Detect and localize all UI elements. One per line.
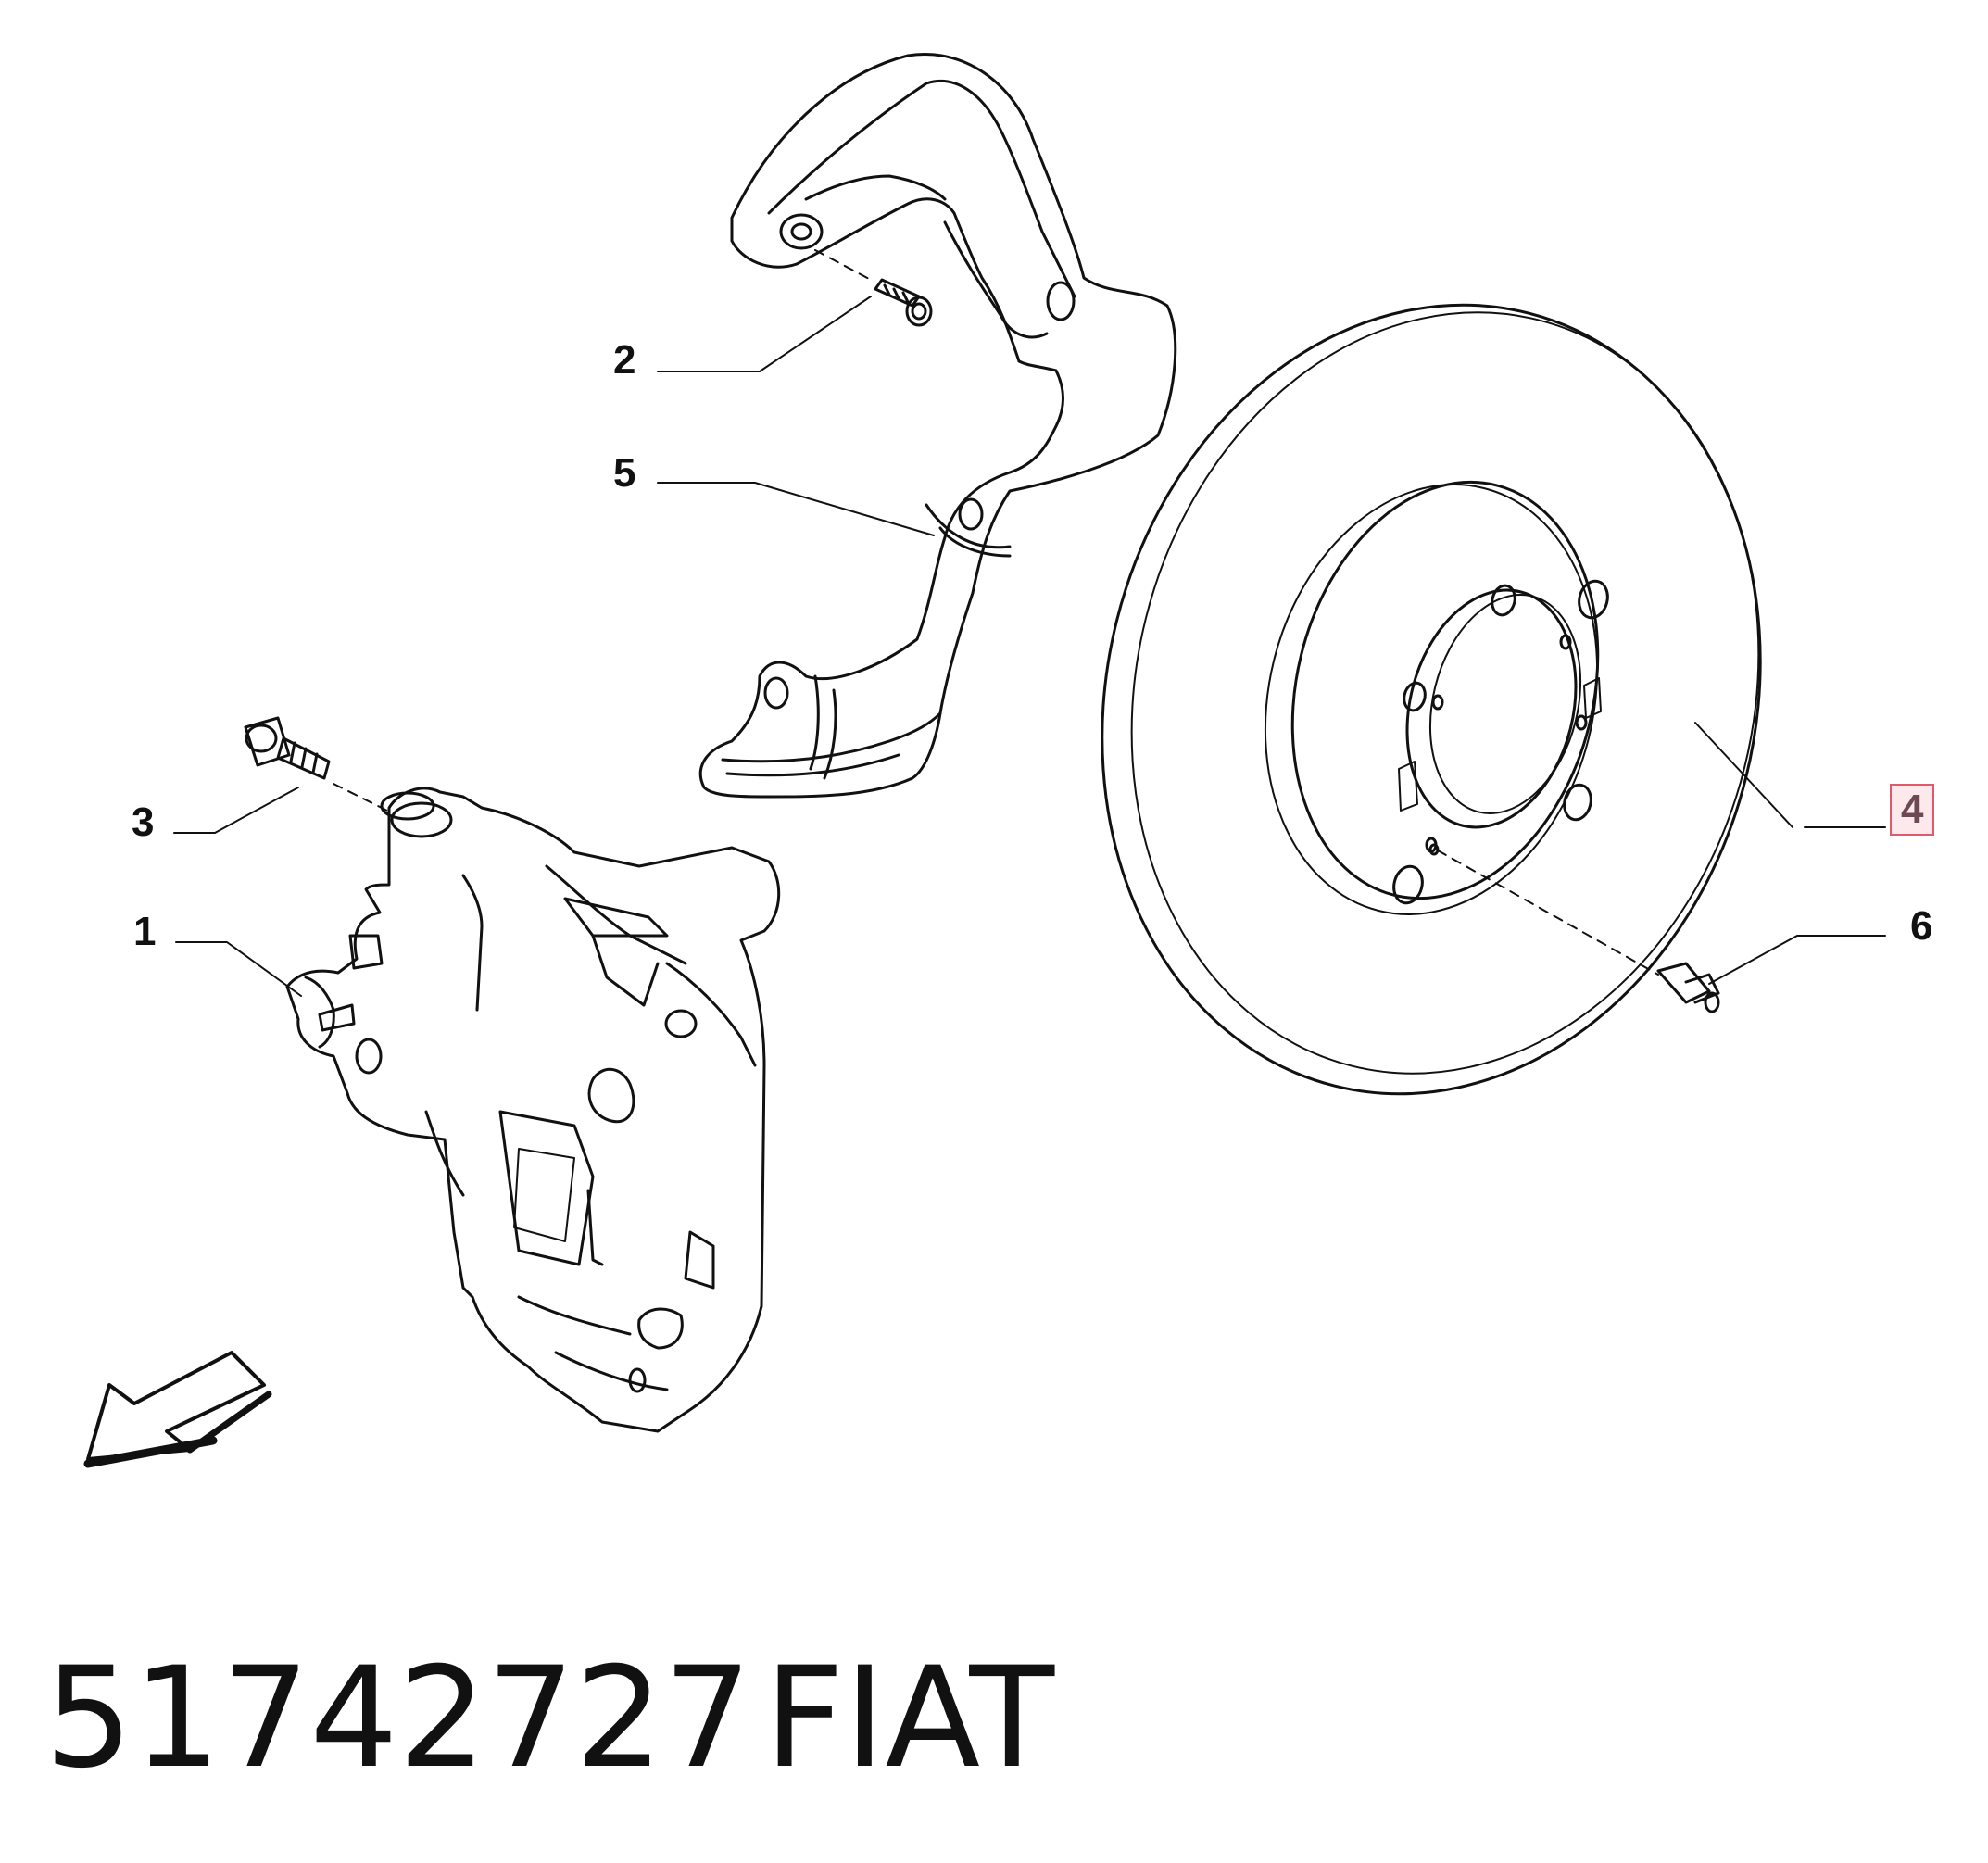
dust-shield-part-5	[698, 53, 1177, 799]
shield-screw-part-2	[814, 249, 933, 327]
caliper-bolt-part-3	[244, 716, 390, 812]
brake-disc-part-4	[1101, 303, 1762, 1096]
callout-5: 5	[613, 450, 636, 496]
callout-2: 2	[613, 337, 636, 383]
brake-caliper-part-1	[285, 787, 781, 1433]
leader-lines	[173, 296, 1886, 997]
disc-screw-part-6	[1656, 962, 1720, 1013]
callout-6: 6	[1910, 903, 1933, 949]
part-number-caption: 51742727	[44, 1638, 752, 1799]
callout-4-highlighted: 4	[1890, 784, 1935, 836]
callout-1: 1	[133, 909, 157, 954]
callout-3: 3	[132, 799, 155, 845]
brand-caption: FIAT	[764, 1638, 1055, 1799]
orientation-arrow-icon	[83, 1351, 272, 1468]
